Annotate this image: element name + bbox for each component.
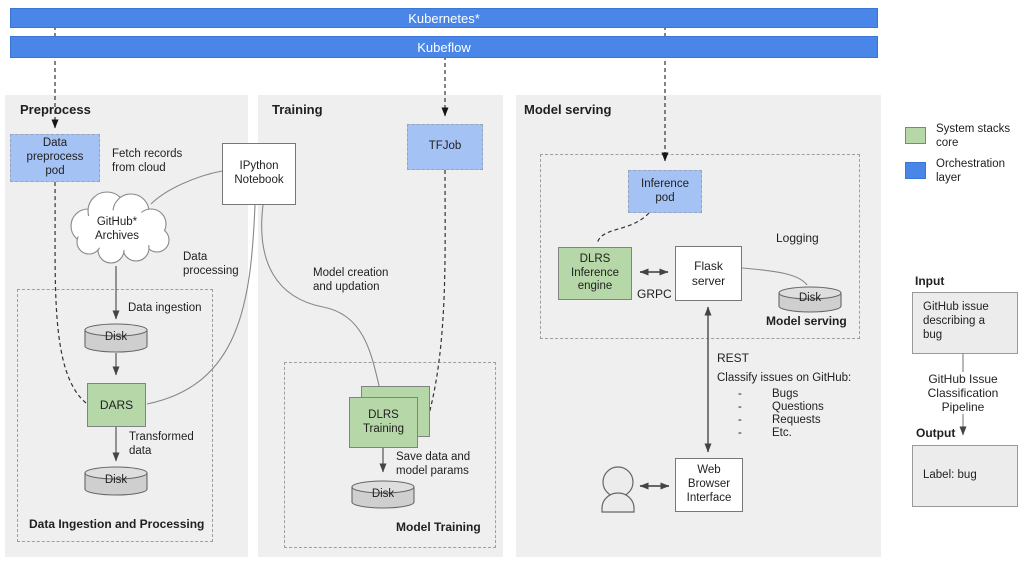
pipeline-label: GitHub Issue Classification Pipeline — [907, 372, 1019, 415]
classify-item: -Bugs — [738, 388, 799, 400]
data-preprocess-pod: Data preprocess pod — [10, 134, 100, 182]
input-title: Input — [915, 274, 945, 288]
inference-pod-label: Inference pod — [641, 177, 689, 204]
dlrs-inference-engine-box: DLRS Inference engine — [558, 247, 632, 300]
rest-note: REST — [717, 351, 750, 365]
kubeflow-label: Kubeflow — [417, 39, 471, 55]
model-training-group-label: Model Training — [396, 520, 481, 534]
inference-pod-box: Inference pod — [628, 170, 702, 213]
dlrs-inference-engine-label: DLRS Inference engine — [571, 252, 619, 293]
training-title: Training — [272, 102, 323, 117]
data-processing-note: Data processing — [183, 251, 239, 277]
kubernetes-bar: Kubernetes* — [10, 8, 878, 28]
preprocess-title: Preprocess — [20, 102, 91, 117]
kubeflow-bar: Kubeflow — [10, 36, 878, 58]
classify-item: -Requests — [738, 414, 821, 426]
fetch-records-note: Fetch records from cloud — [112, 148, 183, 174]
model-serving-group-box — [540, 154, 860, 339]
github-archives-label: GitHub* Archives — [94, 216, 140, 242]
disk-label: Disk — [104, 474, 128, 486]
save-data-note: Save data and model params — [396, 451, 471, 477]
ipython-notebook-label: IPython Notebook — [234, 160, 284, 186]
data-ingestion-group-label: Data Ingestion and Processing — [29, 517, 205, 531]
dars-label: DARS — [99, 397, 134, 412]
grpc-note: GRPC — [637, 287, 672, 301]
classify-list: -Bugs -Questions -Requests -Etc. — [717, 388, 877, 440]
data-preprocess-pod-label: Data preprocess pod — [26, 137, 84, 177]
output-box: Label: bug — [912, 445, 1018, 507]
output-box-label: Label: bug — [923, 469, 977, 482]
classify-title: Classify issues on GitHub: — [717, 372, 852, 384]
model-creation-note: Model creation and updation — [313, 267, 389, 293]
transformed-data-note: Transformed data — [129, 431, 194, 457]
list-dash: - — [738, 427, 742, 439]
web-browser-interface-label: Web Browser Interface — [686, 464, 732, 504]
classify-item: -Etc. — [738, 427, 792, 439]
legend-swatch-system-stacks — [905, 127, 926, 144]
dlrs-training-label: DLRS Training — [362, 408, 405, 435]
output-title: Output — [916, 426, 956, 440]
tfjob-box: TFJob — [407, 124, 483, 170]
data-ingestion-note: Data ingestion — [128, 302, 202, 314]
web-browser-interface-box: Web Browser Interface — [675, 458, 743, 512]
model-training-group-box — [284, 362, 496, 548]
input-box-label: GitHub issue describing a bug — [923, 301, 989, 341]
dars-box: DARS — [87, 383, 146, 427]
list-dash: - — [738, 401, 742, 413]
legend-label-orchestration: Orchestration layer — [936, 158, 1006, 184]
disk-label: Disk — [104, 331, 128, 343]
flask-server-label: Flask server — [691, 259, 726, 288]
legend-label-system-stacks: System stacks core — [936, 123, 1011, 149]
legend-swatch-orchestration — [905, 162, 926, 179]
disk-label: Disk — [798, 292, 822, 304]
tfjob-label: TFJob — [428, 140, 462, 153]
ipython-notebook-box: IPython Notebook — [222, 143, 296, 205]
input-box: GitHub issue describing a bug — [912, 292, 1018, 354]
logging-note: Logging — [776, 231, 819, 245]
model-serving-group-label: Model serving — [766, 314, 847, 328]
data-ingestion-group-box — [17, 289, 213, 542]
list-dash: - — [738, 388, 742, 400]
list-dash: - — [738, 414, 742, 426]
flask-server-box: Flask server — [675, 246, 742, 301]
classify-item: -Questions — [738, 401, 824, 413]
dlrs-training-box: DLRS Training — [349, 397, 418, 448]
model-serving-title: Model serving — [524, 102, 612, 117]
disk-label: Disk — [371, 488, 395, 500]
kubernetes-label: Kubernetes* — [408, 10, 480, 26]
